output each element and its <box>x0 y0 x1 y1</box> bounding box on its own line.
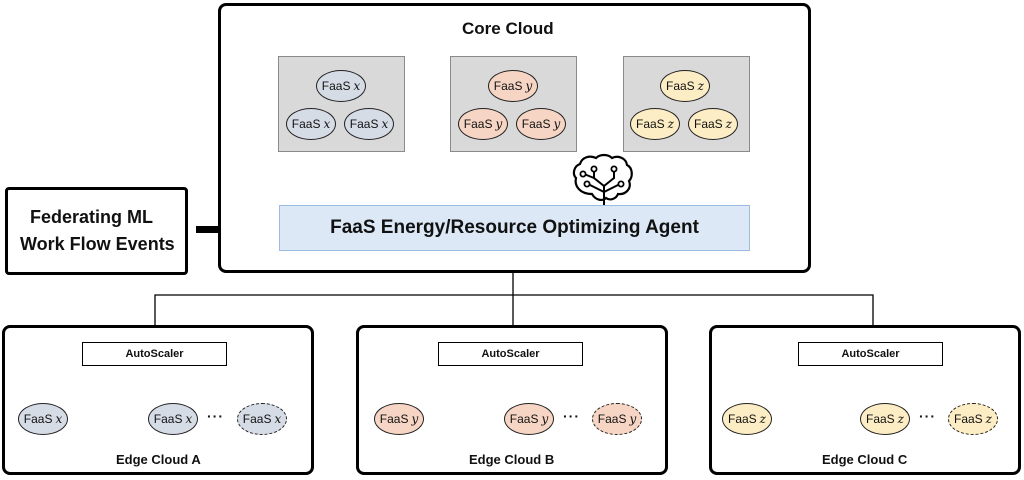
edge-a-autoscaler: AutoScaler <box>82 342 227 366</box>
edge-c-autoscaler: AutoScaler <box>798 342 943 366</box>
branch-to-edge-c <box>513 294 877 333</box>
events-label-line1: Federating ML <box>30 207 154 227</box>
optimizing-agent-label: FaaS Energy/Resource Optimizing Agent <box>330 217 699 238</box>
edge-cloud-c-title: Edge Cloud C <box>822 452 908 467</box>
branch-to-edge-a <box>151 294 513 333</box>
edge-a-ellipsis: ··· <box>207 408 224 424</box>
optimizing-agent: FaaS Energy/Resource Optimizing Agent <box>279 205 750 251</box>
edge-cloud-b-title: Edge Cloud B <box>469 452 555 467</box>
events-label-line2: Work Flow Events <box>20 234 175 254</box>
brain-circuit-icon <box>572 153 633 216</box>
events-box <box>5 187 188 275</box>
edge-b-ellipsis: ··· <box>563 408 580 424</box>
edge-c-ellipsis: ··· <box>919 408 936 424</box>
edge-cloud-a-title: Edge Cloud A <box>116 452 201 467</box>
edge-b-autoscaler: AutoScaler <box>438 342 583 366</box>
core-cloud-title: Core Cloud <box>462 19 554 38</box>
